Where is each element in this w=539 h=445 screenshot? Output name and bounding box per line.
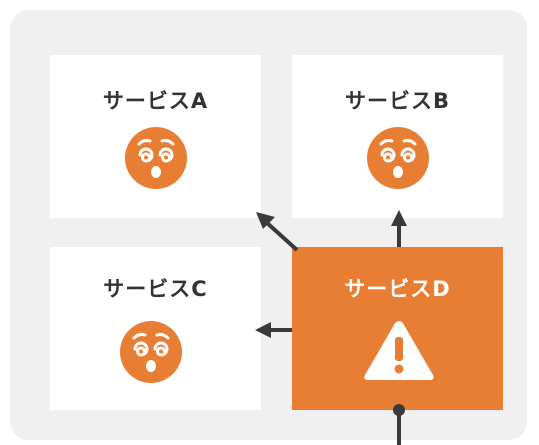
dizzy-face-icon bbox=[125, 127, 187, 189]
service-c-label: サービスC bbox=[103, 277, 208, 301]
arrow-d-to-a bbox=[256, 212, 299, 252]
dizzy-face-icon bbox=[120, 321, 182, 383]
incoming-connector bbox=[393, 404, 405, 445]
service-b-box: サービスB bbox=[292, 55, 503, 218]
service-d-box: サービスD bbox=[292, 247, 503, 410]
warning-triangle-icon bbox=[364, 321, 434, 380]
dizzy-face-icon bbox=[367, 127, 429, 189]
arrow-d-to-b bbox=[391, 210, 407, 247]
service-b-label: サービスB bbox=[344, 89, 450, 113]
service-c-box: サービスC bbox=[50, 247, 261, 410]
service-a-box: サービスA bbox=[50, 55, 261, 218]
arrow-d-to-c bbox=[255, 322, 292, 338]
service-d-label: サービスD bbox=[344, 277, 451, 301]
service-a-label: サービスA bbox=[102, 89, 209, 113]
